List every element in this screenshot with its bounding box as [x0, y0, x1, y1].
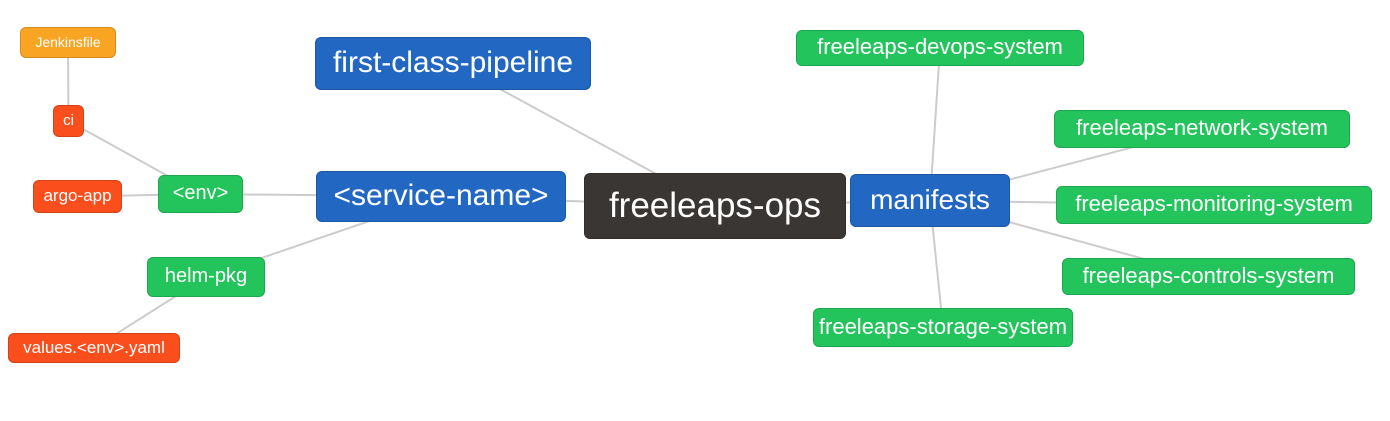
- node-argo-app[interactable]: argo-app: [33, 180, 122, 213]
- node-manifests[interactable]: manifests: [850, 174, 1010, 227]
- node-freeleaps-network-system[interactable]: freeleaps-network-system: [1054, 110, 1350, 148]
- node-freeleaps-storage-system[interactable]: freeleaps-storage-system: [813, 308, 1073, 347]
- node-env[interactable]: <env>: [158, 175, 243, 213]
- node-freeleaps-controls-system[interactable]: freeleaps-controls-system: [1062, 258, 1355, 295]
- node-helm-pkg[interactable]: helm-pkg: [147, 257, 265, 297]
- node-first-class-pipeline[interactable]: first-class-pipeline: [315, 37, 591, 90]
- node-freeleaps-ops[interactable]: freeleaps-ops: [584, 173, 846, 239]
- node-jenkinsfile[interactable]: Jenkinsfile: [20, 27, 116, 58]
- node-freeleaps-monitoring-system[interactable]: freeleaps-monitoring-system: [1056, 186, 1372, 224]
- node-freeleaps-devops-system[interactable]: freeleaps-devops-system: [796, 30, 1084, 66]
- node-ci[interactable]: ci: [53, 105, 84, 137]
- node-values-env-yaml[interactable]: values.<env>.yaml: [8, 333, 180, 363]
- node-service-name[interactable]: <service-name>: [316, 171, 566, 222]
